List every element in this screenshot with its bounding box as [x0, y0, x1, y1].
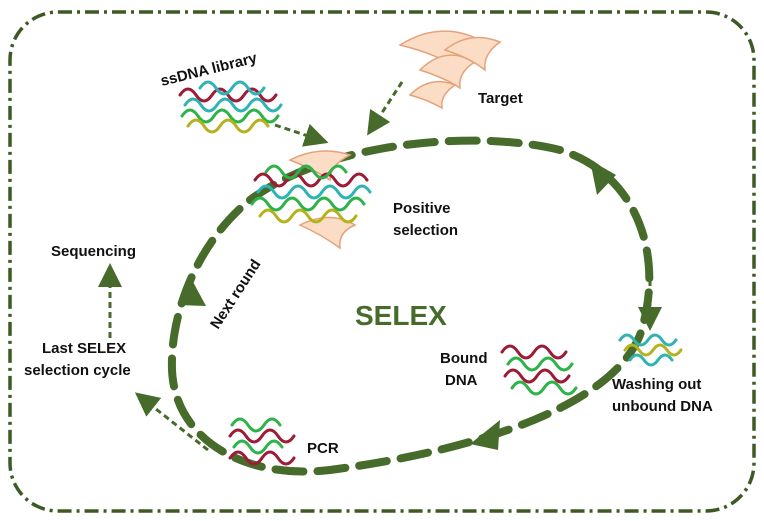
cycle-arrow-top-right [590, 160, 616, 195]
positive-selection-label-line1: Positive [393, 200, 451, 217]
bound-dna-label-line2: DNA [445, 372, 478, 389]
positive-selection-label-line2: selection [393, 222, 458, 239]
arrow-library-to-selection [274, 123, 329, 147]
arrow-target-to-selection [367, 81, 404, 136]
unbound-dna-strands [618, 333, 683, 367]
arrow-to-last-cycle [134, 392, 209, 452]
bound-dna-label-line1: Bound [440, 350, 487, 367]
ssdna-library-strands [178, 80, 283, 134]
next-round-label: Next round [207, 257, 264, 333]
last-selex-label-line2: selection cycle [24, 362, 131, 379]
pcr-label: PCR [307, 440, 339, 457]
target-icon [398, 30, 502, 110]
positive-selection-strands [250, 164, 372, 224]
last-selex-label-line1: Last SELEX [42, 340, 126, 357]
target-label: Target [478, 90, 523, 107]
outer-frame [8, 10, 756, 513]
selex-cycle-loop [167, 136, 654, 476]
washing-label-line2: unbound DNA [612, 398, 713, 415]
washing-label-line1: Washing out [612, 376, 701, 393]
diagram-title: SELEX [355, 300, 447, 331]
cycle-arrow-bottom [470, 420, 500, 450]
pcr-strands [228, 417, 296, 466]
sequencing-label: Sequencing [51, 243, 136, 260]
bound-dna-strands [500, 344, 578, 396]
cycle-arrow-left [178, 280, 206, 306]
